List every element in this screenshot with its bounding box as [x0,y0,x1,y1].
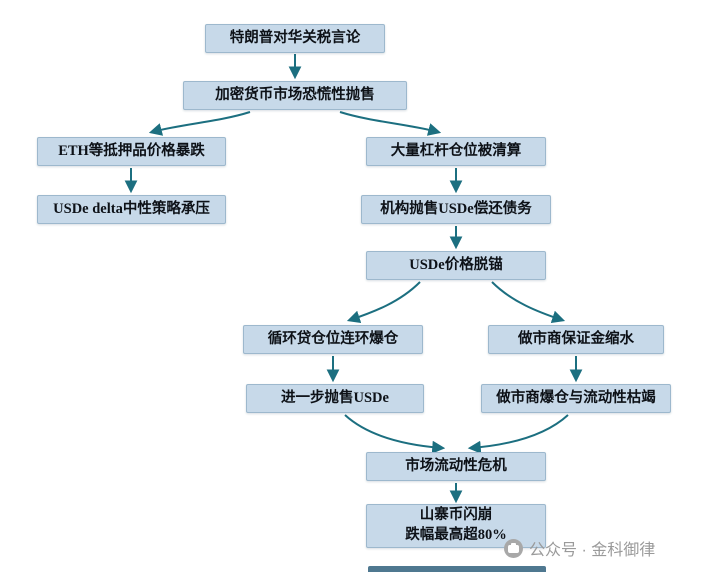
node-trump-tariff: 特朗普对华关税言论 [205,24,385,53]
node-altcoin-flash-crash: 山寨币闪崩 跌幅最高超80% [366,504,546,548]
camera-icon [504,538,523,558]
arrow-mmblowup-to-crisis [467,414,569,454]
node-further-usde-selling: 进一步抛售USDe [246,384,424,413]
node-mm-blowup-liquidity-dry: 做市商爆仓与流动性枯竭 [481,384,671,413]
node-market-liquidity-crisis: 市场流动性危机 [366,452,546,481]
node-eth-collateral-crash: ETH等抵押品价格暴跌 [37,137,226,166]
watermark: 公众号 · 金科御律 [504,536,655,560]
arrow-depeg-to-looploan [346,281,421,324]
watermark-text: 公众号 · 金科御律 [529,542,656,559]
node-leverage-liquidation: 大量杠杆仓位被清算 [366,137,546,166]
next-node-cropped-edge [368,566,546,572]
node-usde-depeg: USDe价格脱锚 [366,251,546,280]
arrow-panic-to-leverage [339,111,442,136]
node-panic-selling: 加密货币市场恐慌性抛售 [183,81,407,110]
node-mm-margin-shrink: 做市商保证金缩水 [488,325,664,354]
arrow-panic-to-eth [148,111,251,136]
arrow-depeg-to-mmmargin [491,281,566,324]
node-loop-loan-liquidation: 循环贷仓位连环爆仓 [243,325,423,354]
node-usde-delta-strategy: USDe delta中性策略承压 [37,195,226,224]
arrow-furthersell-to-crisis [344,414,446,454]
node-institutions-sell-usde: 机构抛售USDe偿还债务 [361,195,551,224]
